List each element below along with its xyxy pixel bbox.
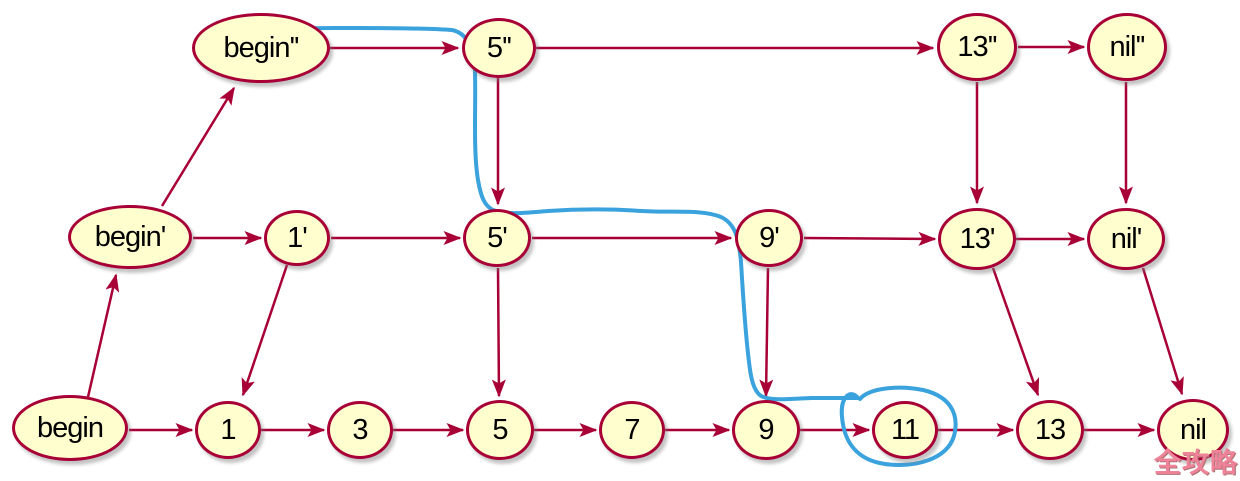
watermark: 全攻略 xyxy=(1154,448,1238,478)
node-3-l0: 3 xyxy=(327,401,393,459)
node-nil-l2: nil'' xyxy=(1087,13,1167,81)
node-nil-l0: nil xyxy=(1157,399,1229,461)
edge-up-beginl1-beginl2 xyxy=(160,86,236,207)
node-13-l2: 13'' xyxy=(937,13,1017,81)
node-9-l0: 9 xyxy=(732,400,800,460)
node-begin-l0: begin xyxy=(12,395,128,461)
node-begin-l1: begin' xyxy=(68,205,192,269)
edge-down-9l1-9l0 xyxy=(759,267,774,398)
node-begin-l2: begin'' xyxy=(192,13,330,83)
result-circle-highlight xyxy=(839,385,958,467)
node-1-l1: 1' xyxy=(264,210,330,266)
node-7-l0: 7 xyxy=(599,401,665,459)
edge-l1-9-13 xyxy=(803,231,937,246)
node-9-l1: 9' xyxy=(735,209,803,267)
node-11-l0: 11 xyxy=(872,401,938,459)
edge-down-1l1-1l0 xyxy=(241,264,289,397)
edge-up-beginl0-beginl1 xyxy=(86,273,120,398)
edge-down-5l1-5l0 xyxy=(491,267,506,398)
node-nil-l1: nil' xyxy=(1087,208,1165,270)
node-1-l0: 1 xyxy=(195,401,261,459)
node-5-l2: 5'' xyxy=(462,18,536,78)
node-5-l0: 5 xyxy=(466,400,534,460)
search-path-highlight xyxy=(285,25,860,402)
edge-down-13l1-13l0 xyxy=(991,267,1040,397)
node-13-l1: 13' xyxy=(938,208,1016,270)
node-13-l0: 13 xyxy=(1016,400,1084,460)
edge-down-nill1-nill0 xyxy=(1141,267,1184,396)
node-5-l1: 5' xyxy=(463,209,531,267)
